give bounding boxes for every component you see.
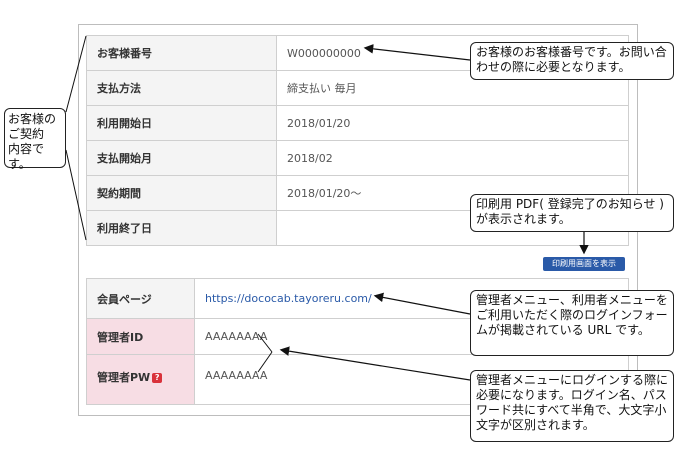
admin-pw-label: 管理者PW (97, 371, 151, 384)
member-page-label: 会員ページ (86, 278, 195, 319)
login-arrow (279, 346, 471, 381)
print-pdf-callout: 印刷用 PDF( 登録完了のお知らせ ) が表示されます。 (470, 194, 674, 232)
admin-id-label: 管理者ID (86, 318, 195, 355)
member-page-arrow (373, 292, 471, 315)
contract-callout: お客様の ご契約 内容です。 (4, 108, 66, 171)
left-bracket-bottom (65, 149, 87, 241)
end-date-label: 利用終了日 (86, 210, 277, 246)
admin-pw-label-cell: 管理者PW? (86, 354, 195, 405)
payment-start-value: 2018/02 (276, 140, 629, 176)
table-row: 利用開始日 2018/01/20 (86, 105, 629, 141)
id-pw-bracket-top (257, 333, 273, 353)
left-bracket-top (65, 35, 87, 113)
id-pw-bracket-bottom (257, 351, 273, 373)
member-page-callout: 管理者メニュー、利用者メニューをご利用いただく際のログインフォームが掲載されてい… (470, 290, 674, 356)
member-page-link[interactable]: https://dococab.tayoreru.com/ (205, 292, 372, 305)
start-date-value: 2018/01/20 (276, 105, 629, 141)
help-icon[interactable]: ? (152, 373, 163, 383)
customer-number-arrow (363, 44, 471, 61)
customer-number-label: お客様番号 (86, 35, 277, 71)
table-row: 支払開始月 2018/02 (86, 140, 629, 176)
contract-period-label: 契約期間 (86, 175, 277, 211)
start-date-label: 利用開始日 (86, 105, 277, 141)
customer-number-callout: お客様のお客様番号です。お問い合わせの際に必要となります。 (470, 42, 674, 80)
payment-start-label: 支払開始月 (86, 140, 277, 176)
table-row: 利用終了日 (86, 210, 629, 246)
print-view-button[interactable]: 印刷用画面を表示 (543, 257, 625, 271)
login-info-callout: 管理者メニューにログインする際に必要になります。ログイン名、パスワード共にすべて… (470, 370, 674, 442)
